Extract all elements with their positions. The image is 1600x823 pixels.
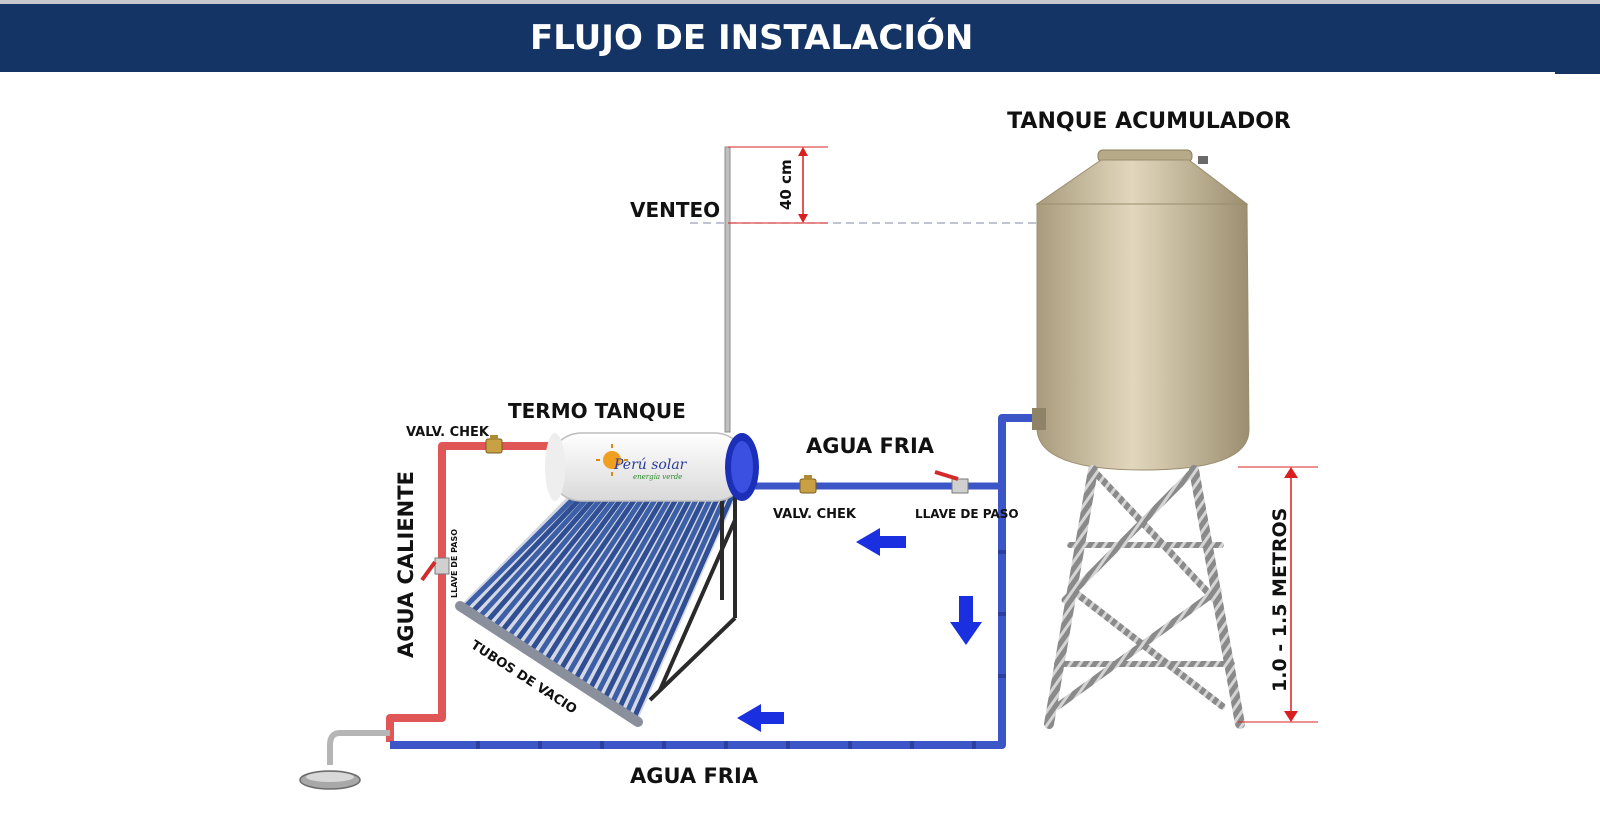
shutoff-valve-hot — [420, 557, 450, 582]
vent-pipe — [724, 146, 731, 433]
hot-water-pipe — [386, 442, 560, 742]
header-notch — [1555, 72, 1600, 74]
header-banner: FLUJO DE INSTALACIÓN — [0, 4, 1600, 72]
vacuum-tube — [521, 493, 633, 648]
vacuum-tubes — [455, 492, 738, 727]
vacuum-tube — [565, 493, 674, 677]
label-termo-tanque: TERMO TANQUE — [508, 399, 686, 423]
tank-stand — [1044, 465, 1245, 729]
brand-tagline: energía verde — [633, 473, 682, 481]
brand-name: Perú solar — [613, 457, 688, 473]
page-title: FLUJO DE INSTALACIÓN — [530, 18, 974, 58]
flow-arrow-left-upper — [856, 528, 906, 556]
label-agua-fria-top: AGUA FRIA — [806, 434, 935, 458]
top-strip — [0, 0, 1600, 4]
label-agua-fria-bottom: AGUA FRIA — [630, 764, 759, 788]
check-valve-cold — [799, 475, 817, 494]
vacuum-tube — [463, 493, 579, 609]
vacuum-tube — [551, 493, 660, 667]
label-llave-paso-hot: LLAVE DE PASO — [450, 529, 459, 598]
label-valv-chek-cold: VALV. CHEK — [773, 507, 857, 522]
vacuum-tube — [500, 493, 613, 633]
shutoff-valve-cold — [934, 470, 969, 494]
flow-arrow-down — [950, 596, 982, 645]
vacuum-tube — [609, 493, 715, 706]
vacuum-tube — [485, 493, 599, 624]
termo-tanque — [545, 432, 759, 502]
vacuum-tube — [558, 493, 667, 672]
dimension-height — [1238, 466, 1318, 723]
vacuum-tube — [616, 493, 721, 711]
vacuum-tube — [602, 493, 708, 702]
heater-stand — [648, 494, 737, 702]
vacuum-tube — [536, 493, 647, 658]
vacuum-tube — [594, 493, 701, 697]
label-metros: 1.0 - 1.5 METROS — [1269, 508, 1291, 692]
check-valve-hot — [485, 435, 503, 454]
vacuum-tube — [478, 493, 593, 619]
label-agua-caliente: AGUA CALIENTE — [394, 471, 418, 658]
sun-logo-icon — [603, 451, 621, 469]
label-llave-paso-cold: LLAVE DE PASO — [915, 507, 1019, 521]
vacuum-tube — [529, 493, 640, 653]
vacuum-tube — [507, 493, 620, 638]
label-40cm: 40 cm — [777, 159, 795, 210]
label-tanque-acumulador: TANQUE ACUMULADOR — [1007, 109, 1291, 134]
flow-arrow-left-lower — [737, 704, 784, 732]
vacuum-tube — [624, 493, 728, 716]
vacuum-tube — [573, 493, 681, 682]
vacuum-tube — [492, 493, 606, 628]
dimension-40cm — [690, 146, 1040, 224]
label-valv-chek-hot: VALV. CHEK — [406, 425, 490, 440]
vacuum-tube — [587, 493, 694, 692]
vacuum-tube — [580, 493, 688, 687]
storage-tank — [1032, 149, 1250, 471]
vacuum-tube — [470, 493, 586, 614]
vacuum-tube — [543, 493, 654, 663]
label-venteo: VENTEO — [630, 198, 720, 222]
shower-head — [299, 730, 390, 790]
vacuum-tube — [631, 493, 735, 721]
vacuum-tube — [514, 493, 626, 643]
